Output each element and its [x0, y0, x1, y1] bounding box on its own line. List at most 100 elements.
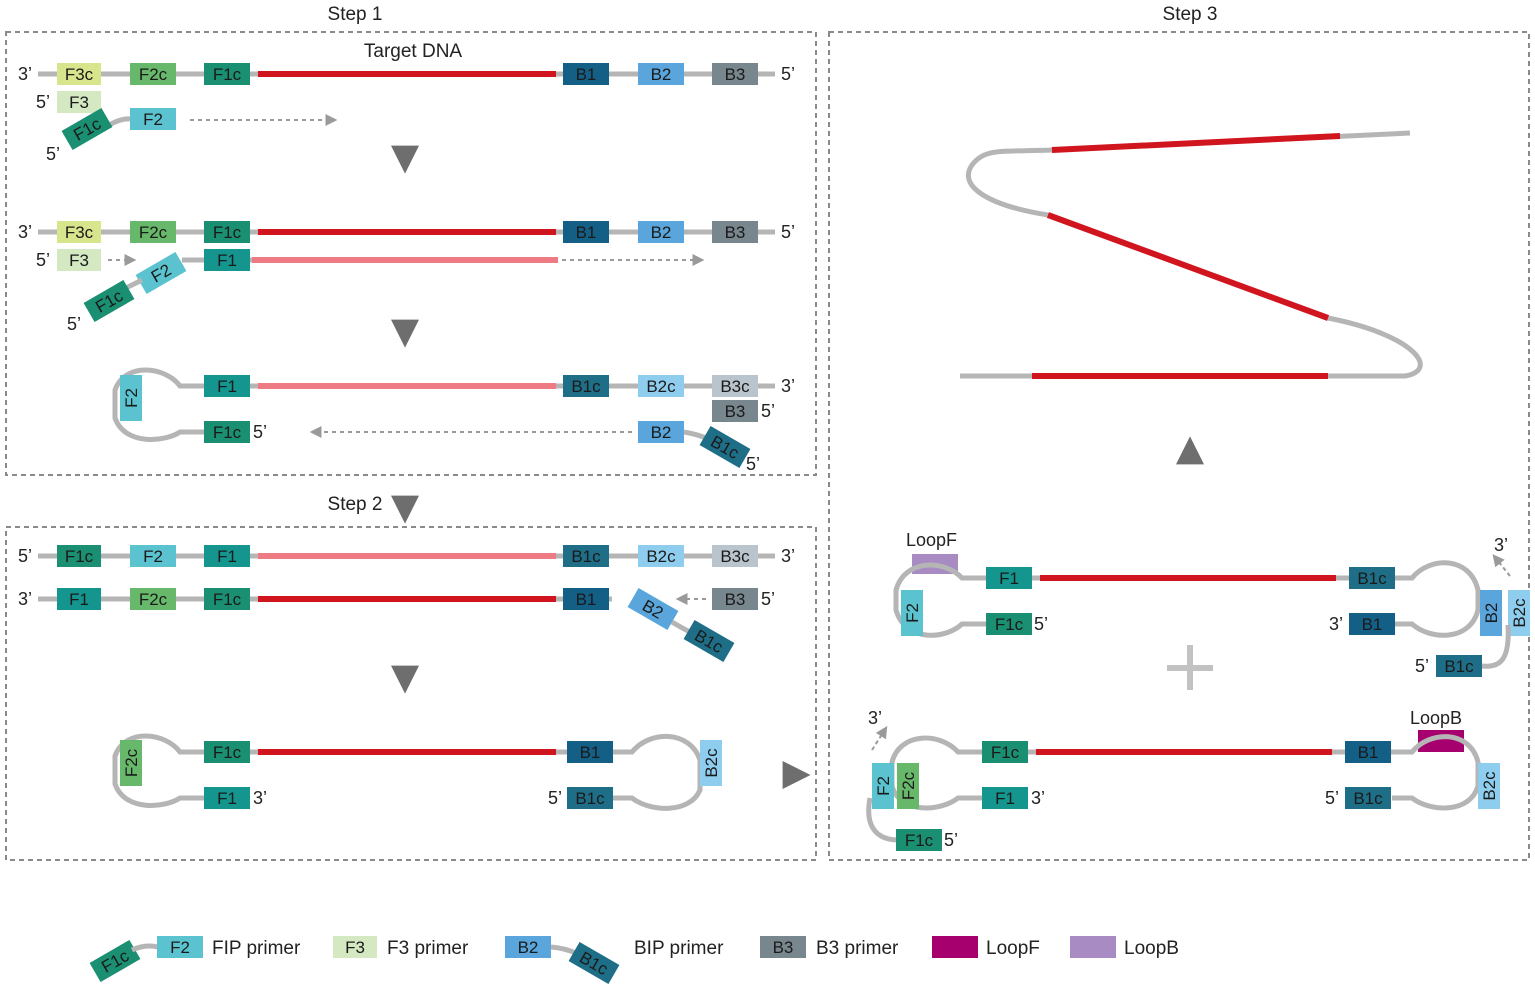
segment-box — [982, 787, 1028, 809]
segment-box — [204, 421, 250, 443]
s3-concatemer-red-2 — [1046, 212, 1330, 321]
segment-label: B3c — [720, 377, 750, 396]
segment-label: F1c — [213, 65, 242, 84]
segment-box — [57, 91, 101, 113]
segment-label: F3c — [65, 65, 94, 84]
segment-box — [1480, 590, 1502, 636]
segment-label: B3c — [720, 547, 750, 566]
segment-box — [567, 741, 613, 763]
s2-rowA-5end: 5’ — [18, 546, 32, 566]
segment-label: F2 — [903, 603, 922, 623]
s2-rA-F2: F2 — [130, 545, 176, 567]
segment-box — [638, 63, 684, 85]
s3-low-tail-F1c: F1c — [896, 829, 942, 851]
s1-r1-B1: B1 — [563, 63, 609, 85]
legend-loopb-text: LoopB — [1124, 938, 1179, 959]
segment-box — [1478, 763, 1500, 809]
s3-concatemer-gray — [960, 130, 1423, 379]
segment-box — [872, 763, 894, 809]
segment-box — [57, 588, 101, 610]
segment-box — [901, 590, 923, 636]
s3-low-F1: F1 — [982, 787, 1028, 809]
segment-label: B1 — [1362, 615, 1383, 634]
segment-label: B1 — [580, 743, 601, 762]
segment-box — [130, 545, 176, 567]
segment-label: F1 — [999, 569, 1019, 588]
s2-rB-b3-5end: 5’ — [761, 589, 775, 609]
segment-label: F1 — [217, 789, 237, 808]
s1-row1-5end: 5’ — [781, 64, 795, 84]
segment-box — [157, 936, 203, 958]
s3-up-right-loop — [1395, 560, 1481, 638]
segment-box — [57, 63, 101, 85]
s1-r2-F3: F3 — [57, 249, 101, 271]
segment-label: B1c — [1444, 657, 1474, 676]
segment-box — [57, 545, 101, 567]
s3-low-B1: B1 — [1345, 741, 1391, 763]
segment-box — [567, 787, 613, 809]
s3-low-F1c: F1c — [982, 741, 1028, 763]
s2-rA-B1c: B1c — [563, 545, 609, 567]
s1-r3-B3: B3 — [712, 400, 758, 422]
legend-loopf-text: LoopF — [986, 938, 1040, 959]
s2-rB-linker — [670, 619, 692, 635]
segment-label: B2 — [1482, 603, 1501, 624]
s1-r2-F1: F1 — [204, 249, 250, 271]
segment-box — [130, 588, 176, 610]
s2-rB-F2c: F2c — [130, 588, 176, 610]
segment-box — [897, 763, 919, 809]
segment-label: F1c — [905, 831, 934, 850]
s1-r2-F2: F2 — [135, 251, 187, 295]
s3-up-F1: F1 — [986, 567, 1032, 589]
s2-db-F1c: F1c — [204, 741, 250, 763]
legend-fip-text: FIP primer — [212, 938, 301, 959]
segment-box — [89, 939, 141, 983]
s2-rowA-3end: 3’ — [781, 546, 795, 566]
segment-box — [1349, 613, 1395, 635]
segment-label: F1c — [213, 590, 242, 609]
segment-label: F2 — [143, 110, 163, 129]
segment-box — [204, 741, 250, 763]
segment-label: F1c — [991, 743, 1020, 762]
segment-box — [638, 375, 684, 397]
segment-label: B2 — [651, 65, 672, 84]
s1-r2-B1: B1 — [563, 221, 609, 243]
segment-box — [638, 421, 684, 443]
segment-box — [712, 63, 758, 85]
legend-f3-box: F3 — [333, 936, 377, 958]
segment-box — [568, 941, 620, 985]
segment-label: F1 — [69, 590, 89, 609]
s1-r2-F3c: F3c — [57, 221, 101, 243]
s1-row2b-5end: 5’ — [36, 250, 50, 270]
segment-box — [130, 108, 176, 130]
s2-rB-F1: F1 — [57, 588, 101, 610]
s1-r1-F1c: F1c — [204, 63, 250, 85]
s3-up-B2: B2 — [1480, 590, 1502, 636]
s3-concatemer-red-1 — [1051, 133, 1341, 153]
s2-dumbbell-right-loop — [612, 733, 703, 811]
s2-rA-B3c: B3c — [712, 545, 758, 567]
segment-box — [563, 545, 609, 567]
s2-rB-B1c: B1c — [683, 619, 735, 663]
segment-box — [61, 107, 113, 151]
segment-box — [563, 63, 609, 85]
target-dna-title: Target DNA — [364, 41, 463, 62]
segment-box — [204, 63, 250, 85]
step1-panel — [5, 31, 817, 476]
segment-label: B2c — [646, 547, 676, 566]
legend-b3-box: B3 — [760, 936, 806, 958]
s1-row2-3end: 3’ — [18, 222, 32, 242]
segment-label: B3 — [725, 223, 746, 242]
segment-label: F3 — [69, 93, 89, 112]
s1-r1-fip-F1c: F1c — [61, 107, 113, 151]
s1-r3-bip-5end: 5’ — [746, 454, 760, 474]
segment-box — [1345, 787, 1391, 809]
s3-low-B2c: B2c — [1478, 763, 1500, 809]
segment-label: F1c — [213, 223, 242, 242]
segment-box — [563, 375, 609, 397]
segment-label: F1 — [217, 377, 237, 396]
s1-r1-F3: F3 — [57, 91, 101, 113]
segment-box — [638, 221, 684, 243]
segment-label: B2c — [1480, 771, 1499, 801]
segment-box — [204, 588, 250, 610]
